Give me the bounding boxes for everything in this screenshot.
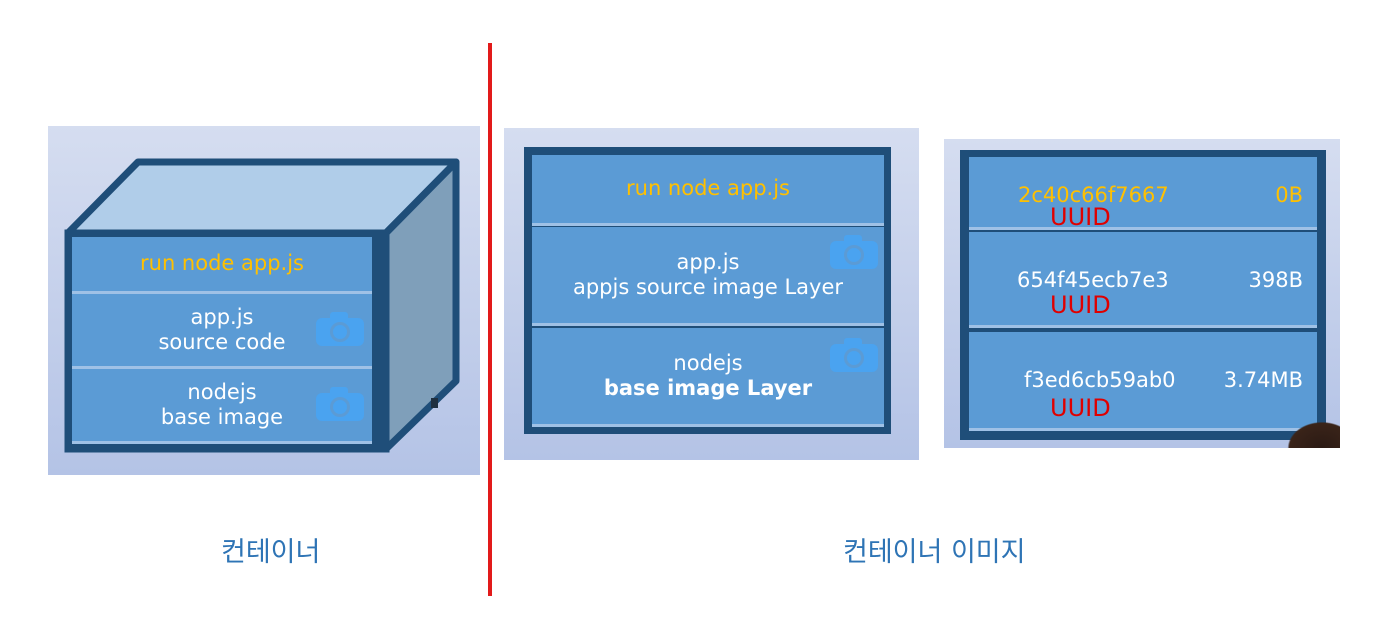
camera-icon	[316, 387, 364, 421]
image-layer-nodejs-subtitle: base image Layer	[603, 376, 813, 400]
image-layer-appjs-subtitle: appjs source image Layer	[572, 275, 844, 299]
container-panel: run node app.js app.js source code nodej…	[48, 126, 480, 475]
uuid-row-size: 0B	[1275, 183, 1303, 207]
image-layer-run-label: run node app.js	[626, 176, 790, 201]
container-layer-run-label: run node app.js	[140, 251, 304, 276]
image-layer-nodejs-title: nodejs	[673, 350, 743, 375]
container-layer-appjs: app.js source code	[72, 294, 372, 369]
uuid-row-hash: 654f45ecb7e3	[1017, 268, 1169, 292]
image-layer-run: run node app.js	[532, 155, 884, 226]
uuid-row: f3ed6cb59ab0 3.74MB UUID	[969, 332, 1317, 431]
caption-container-image: 컨테이너 이미지	[843, 537, 1026, 568]
image-panel: run node app.js app.js appjs source imag…	[504, 128, 919, 460]
container-layer-nodejs-title: nodejs	[187, 379, 257, 404]
container-layer-run: run node app.js	[72, 237, 372, 294]
uuid-row: 654f45ecb7e3 398B UUID	[969, 232, 1317, 328]
container-layer-appjs-title: app.js	[190, 304, 254, 329]
container-layer-nodejs-subtitle: base image	[160, 405, 284, 429]
uuid-row: 2c40c66f7667 0B UUID	[969, 157, 1317, 231]
uuid-label: UUID	[1050, 394, 1111, 422]
caption-container: 컨테이너	[221, 537, 321, 568]
image-layer-appjs: app.js appjs source image Layer	[532, 227, 884, 326]
presenter-silhouette	[1280, 416, 1340, 448]
uuid-panel: 2c40c66f7667 0B UUID 654f45ecb7e3 398B U…	[944, 139, 1340, 448]
uuid-label: UUID	[1050, 291, 1111, 319]
camera-icon	[830, 338, 878, 372]
divider-line	[488, 43, 492, 596]
uuid-label: UUID	[1050, 203, 1111, 231]
container-layer-nodejs: nodejs base image	[72, 369, 372, 444]
camera-icon	[830, 235, 878, 269]
uuid-row-hash: 2c40c66f7667	[1018, 183, 1169, 207]
image-layer-appjs-title: app.js	[676, 249, 740, 274]
camera-icon	[316, 312, 364, 346]
uuid-row-hash: f3ed6cb59ab0	[1024, 368, 1176, 392]
uuid-row-size: 398B	[1248, 268, 1304, 292]
container-layer-appjs-subtitle: source code	[158, 330, 286, 354]
uuid-row-size: 3.74MB	[1223, 368, 1303, 392]
uuid-stack-frame: 2c40c66f7667 0B UUID 654f45ecb7e3 398B U…	[960, 150, 1326, 440]
image-layer-nodejs: nodejs base image Layer	[532, 328, 884, 427]
